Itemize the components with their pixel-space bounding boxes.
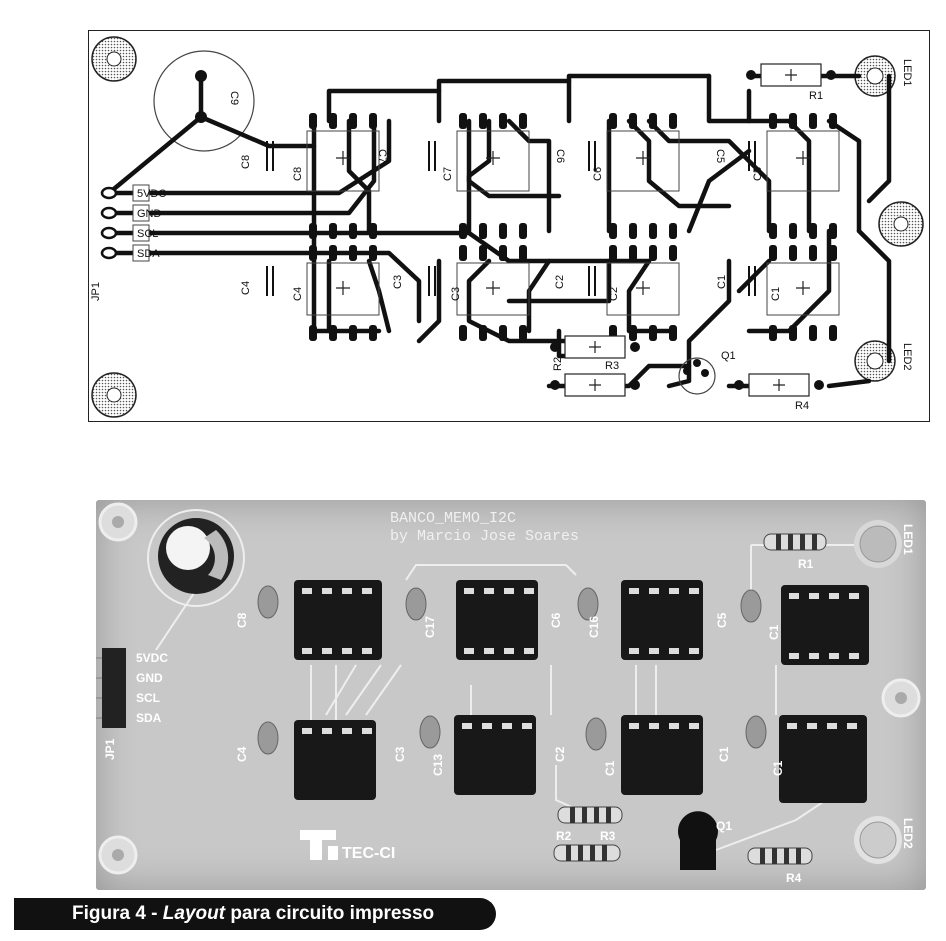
ic-plus-marks xyxy=(336,151,810,295)
led1-outline xyxy=(854,55,896,97)
small-caps xyxy=(266,141,756,296)
label-c3-ic: C3 xyxy=(450,287,462,301)
label-c5: C5 xyxy=(714,149,726,163)
photo-label-c6: C6 xyxy=(549,612,563,628)
label-c6: C6 xyxy=(554,149,566,163)
photo-jp1-header xyxy=(96,648,126,728)
photo-label-led2: LED2 xyxy=(901,818,915,849)
photo-label-r1: R1 xyxy=(798,557,814,571)
label-r1: R1 xyxy=(809,90,823,102)
label-r3: R3 xyxy=(605,360,619,372)
label-led2: LED2 xyxy=(901,343,913,371)
photo-pin-label-sda: SDA xyxy=(136,711,162,725)
photo-label-c3: C3 xyxy=(393,746,407,762)
photo-label-led1: LED1 xyxy=(901,524,915,555)
photo-resistors xyxy=(553,533,827,865)
q1-pads xyxy=(683,359,709,377)
label-c6-ic: C6 xyxy=(592,167,604,181)
c9-outline xyxy=(153,50,255,152)
label-c8-ic: C8 xyxy=(292,167,304,181)
mounting-hole-tl xyxy=(91,36,137,82)
resistor-bodies xyxy=(564,63,822,397)
photo-label-c11: C1 xyxy=(771,760,785,776)
photo-title-line2: by Marcio Jose Soares xyxy=(390,528,579,545)
caption-prefix: Figura 4 - xyxy=(72,903,163,924)
label-c3: C3 xyxy=(392,275,404,289)
jp1-pin-label-5vdc: 5VDC xyxy=(137,188,166,200)
pcb-photo: BANCO_MEMO_I2C by Marcio Jose Soares 5VD… xyxy=(96,500,926,890)
copper-traces xyxy=(106,73,892,389)
label-c5-ic: C5 xyxy=(752,167,764,181)
label-c4-ic: C4 xyxy=(292,287,304,301)
photo-title-line1: BANCO_MEMO_I2C xyxy=(390,510,516,527)
mounting-hole-bl xyxy=(91,372,137,418)
photo-label-c15: C1 xyxy=(767,624,781,640)
label-c7: C7 xyxy=(376,149,388,163)
pcb-photo-svg: BANCO_MEMO_I2C by Marcio Jose Soares 5VD… xyxy=(96,502,921,885)
photo-label-q1: Q1 xyxy=(716,819,732,833)
label-c1-ic: C1 xyxy=(770,287,782,301)
mounting-hole-r xyxy=(878,201,924,247)
photo-pin-label-5vdc: 5VDC xyxy=(136,651,168,665)
label-q1: Q1 xyxy=(721,350,736,362)
label-c1: C1 xyxy=(716,275,728,289)
label-jp1: JP1 xyxy=(90,282,102,301)
photo-c9-capacitor xyxy=(158,518,234,594)
jp1-pin-label-sda: SDA xyxy=(137,248,160,260)
label-c2: C2 xyxy=(554,275,566,289)
photo-label-c5: C5 xyxy=(715,612,729,628)
label-c9: C9 xyxy=(228,91,240,105)
caption-italic: Layout xyxy=(162,903,226,924)
photo-label-c16: C16 xyxy=(587,616,601,638)
photo-logo-text: TEC-CI xyxy=(342,845,395,862)
photo-pin-label-gnd: GND xyxy=(136,671,163,685)
photo-led1 xyxy=(854,520,902,568)
photo-label-c2: C2 xyxy=(553,746,567,762)
label-r2: R2 xyxy=(552,357,564,371)
jp1-pin-label-scl: SCL xyxy=(137,228,158,240)
figure-caption: Figura 4 - Layout para circuito impresso xyxy=(14,898,496,930)
label-r4: R4 xyxy=(795,400,809,412)
photo-ic-pins xyxy=(302,588,859,734)
photo-label-c12: C1 xyxy=(603,760,617,776)
label-c2-ic: C2 xyxy=(608,287,620,301)
label-led1: LED1 xyxy=(901,59,913,87)
photo-led2 xyxy=(854,816,902,864)
jp1-pin-label-gnd: GND xyxy=(137,208,162,220)
photo-label-r4: R4 xyxy=(786,871,802,885)
label-c8: C8 xyxy=(240,155,252,169)
resistor-plus xyxy=(589,69,797,391)
ic-footprints xyxy=(309,113,837,341)
photo-c9-outline xyxy=(147,509,245,607)
q1-outline xyxy=(678,357,716,395)
photo-label-c8: C8 xyxy=(235,612,249,628)
photo-label-r3: R3 xyxy=(600,829,616,843)
photo-ics xyxy=(294,580,869,803)
tec-ci-logo-mark xyxy=(300,830,338,860)
photo-pin-label-scl: SCL xyxy=(136,691,160,705)
photo-ceramic-caps xyxy=(257,585,767,755)
caption-suffix: para circuito impresso xyxy=(225,903,435,924)
ic-outlines xyxy=(306,130,840,316)
led2-outline xyxy=(854,340,896,382)
photo-label-c4: C4 xyxy=(235,746,249,762)
pcb-layout-svg: 5VDC GND SCL SDA JP1 C9 C8 C8 C7 C7 C6 C… xyxy=(90,36,924,418)
label-c7-ic: C7 xyxy=(442,167,454,181)
pcb-layout-drawing: 5VDC GND SCL SDA JP1 C9 C8 C8 C7 C7 C6 C… xyxy=(88,30,930,422)
resistor-pads xyxy=(195,70,836,390)
label-c4: C4 xyxy=(240,281,252,295)
photo-label-c1: C1 xyxy=(717,746,731,762)
photo-label-jp1: JP1 xyxy=(103,738,117,760)
photo-label-c17: C17 xyxy=(423,616,437,638)
photo-mounting-holes xyxy=(98,502,921,875)
photo-q1-transistor xyxy=(678,811,718,870)
jp1-pin-boxes xyxy=(132,184,150,262)
photo-label-c13: C13 xyxy=(431,754,445,776)
photo-label-r2: R2 xyxy=(556,829,572,843)
jp1-header xyxy=(100,186,118,260)
